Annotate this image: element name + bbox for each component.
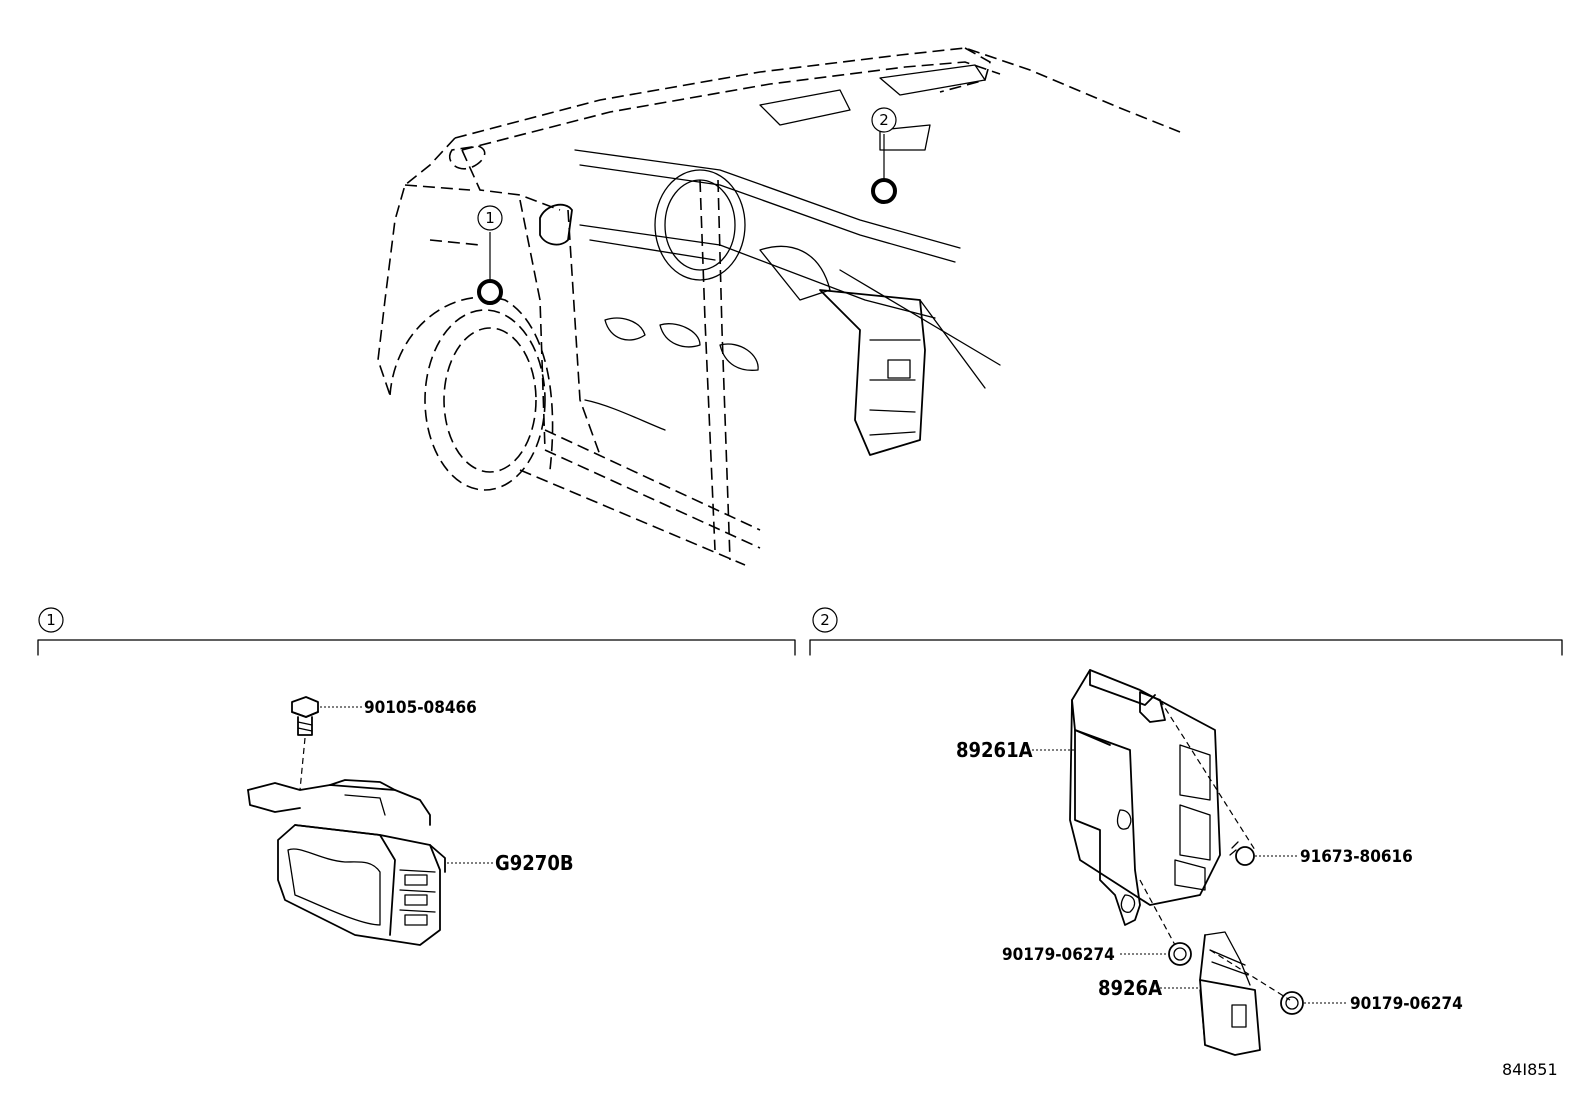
bolt-icon [291, 696, 319, 736]
vehicle-overview-illustration: 1 2 [377, 47, 1181, 566]
bracket-8926a-icon [1199, 931, 1261, 1056]
section-2-parts: 89261A 91673-80616 90179-06274 892 [956, 669, 1463, 1056]
section-1-label: 1 [46, 611, 56, 629]
part-number-g9270b: G9270B [495, 851, 574, 875]
callout-circle-2 [871, 107, 897, 133]
callout-label-2: 2 [879, 111, 889, 129]
part-number-91673-80616: 91673-80616 [1300, 847, 1413, 867]
part-number-90105-08466: 90105-08466 [364, 698, 477, 718]
part-number-90179-06274-right: 90179-06274 [1350, 994, 1463, 1014]
part-number-90179-06274-left: 90179-06274 [1002, 945, 1115, 965]
part-number-8926a: 8926A [1098, 976, 1162, 1000]
section-1-parts: 90105-08466 G9270B [247, 696, 574, 946]
section-2-header: 2 [809, 607, 1563, 656]
location-marker-1-icon [477, 279, 503, 305]
nut-icon [1168, 942, 1192, 966]
section-1-header: 1 [37, 607, 796, 656]
section-1-circle [38, 607, 64, 633]
ecu-89261a-icon [1069, 669, 1221, 926]
location-marker-2-icon [871, 178, 897, 204]
nut-icon [1280, 991, 1304, 1015]
part-number-89261a: 89261A [956, 738, 1033, 762]
section-2-circle [812, 607, 838, 633]
callout-label-1: 1 [485, 209, 495, 227]
section-2-label: 2 [820, 611, 830, 629]
diagram-reference-code: 84I851 [1502, 1060, 1558, 1079]
callout-circle-1 [477, 205, 503, 231]
module-g9270b-icon [247, 779, 446, 946]
screw-icon [1229, 841, 1255, 866]
